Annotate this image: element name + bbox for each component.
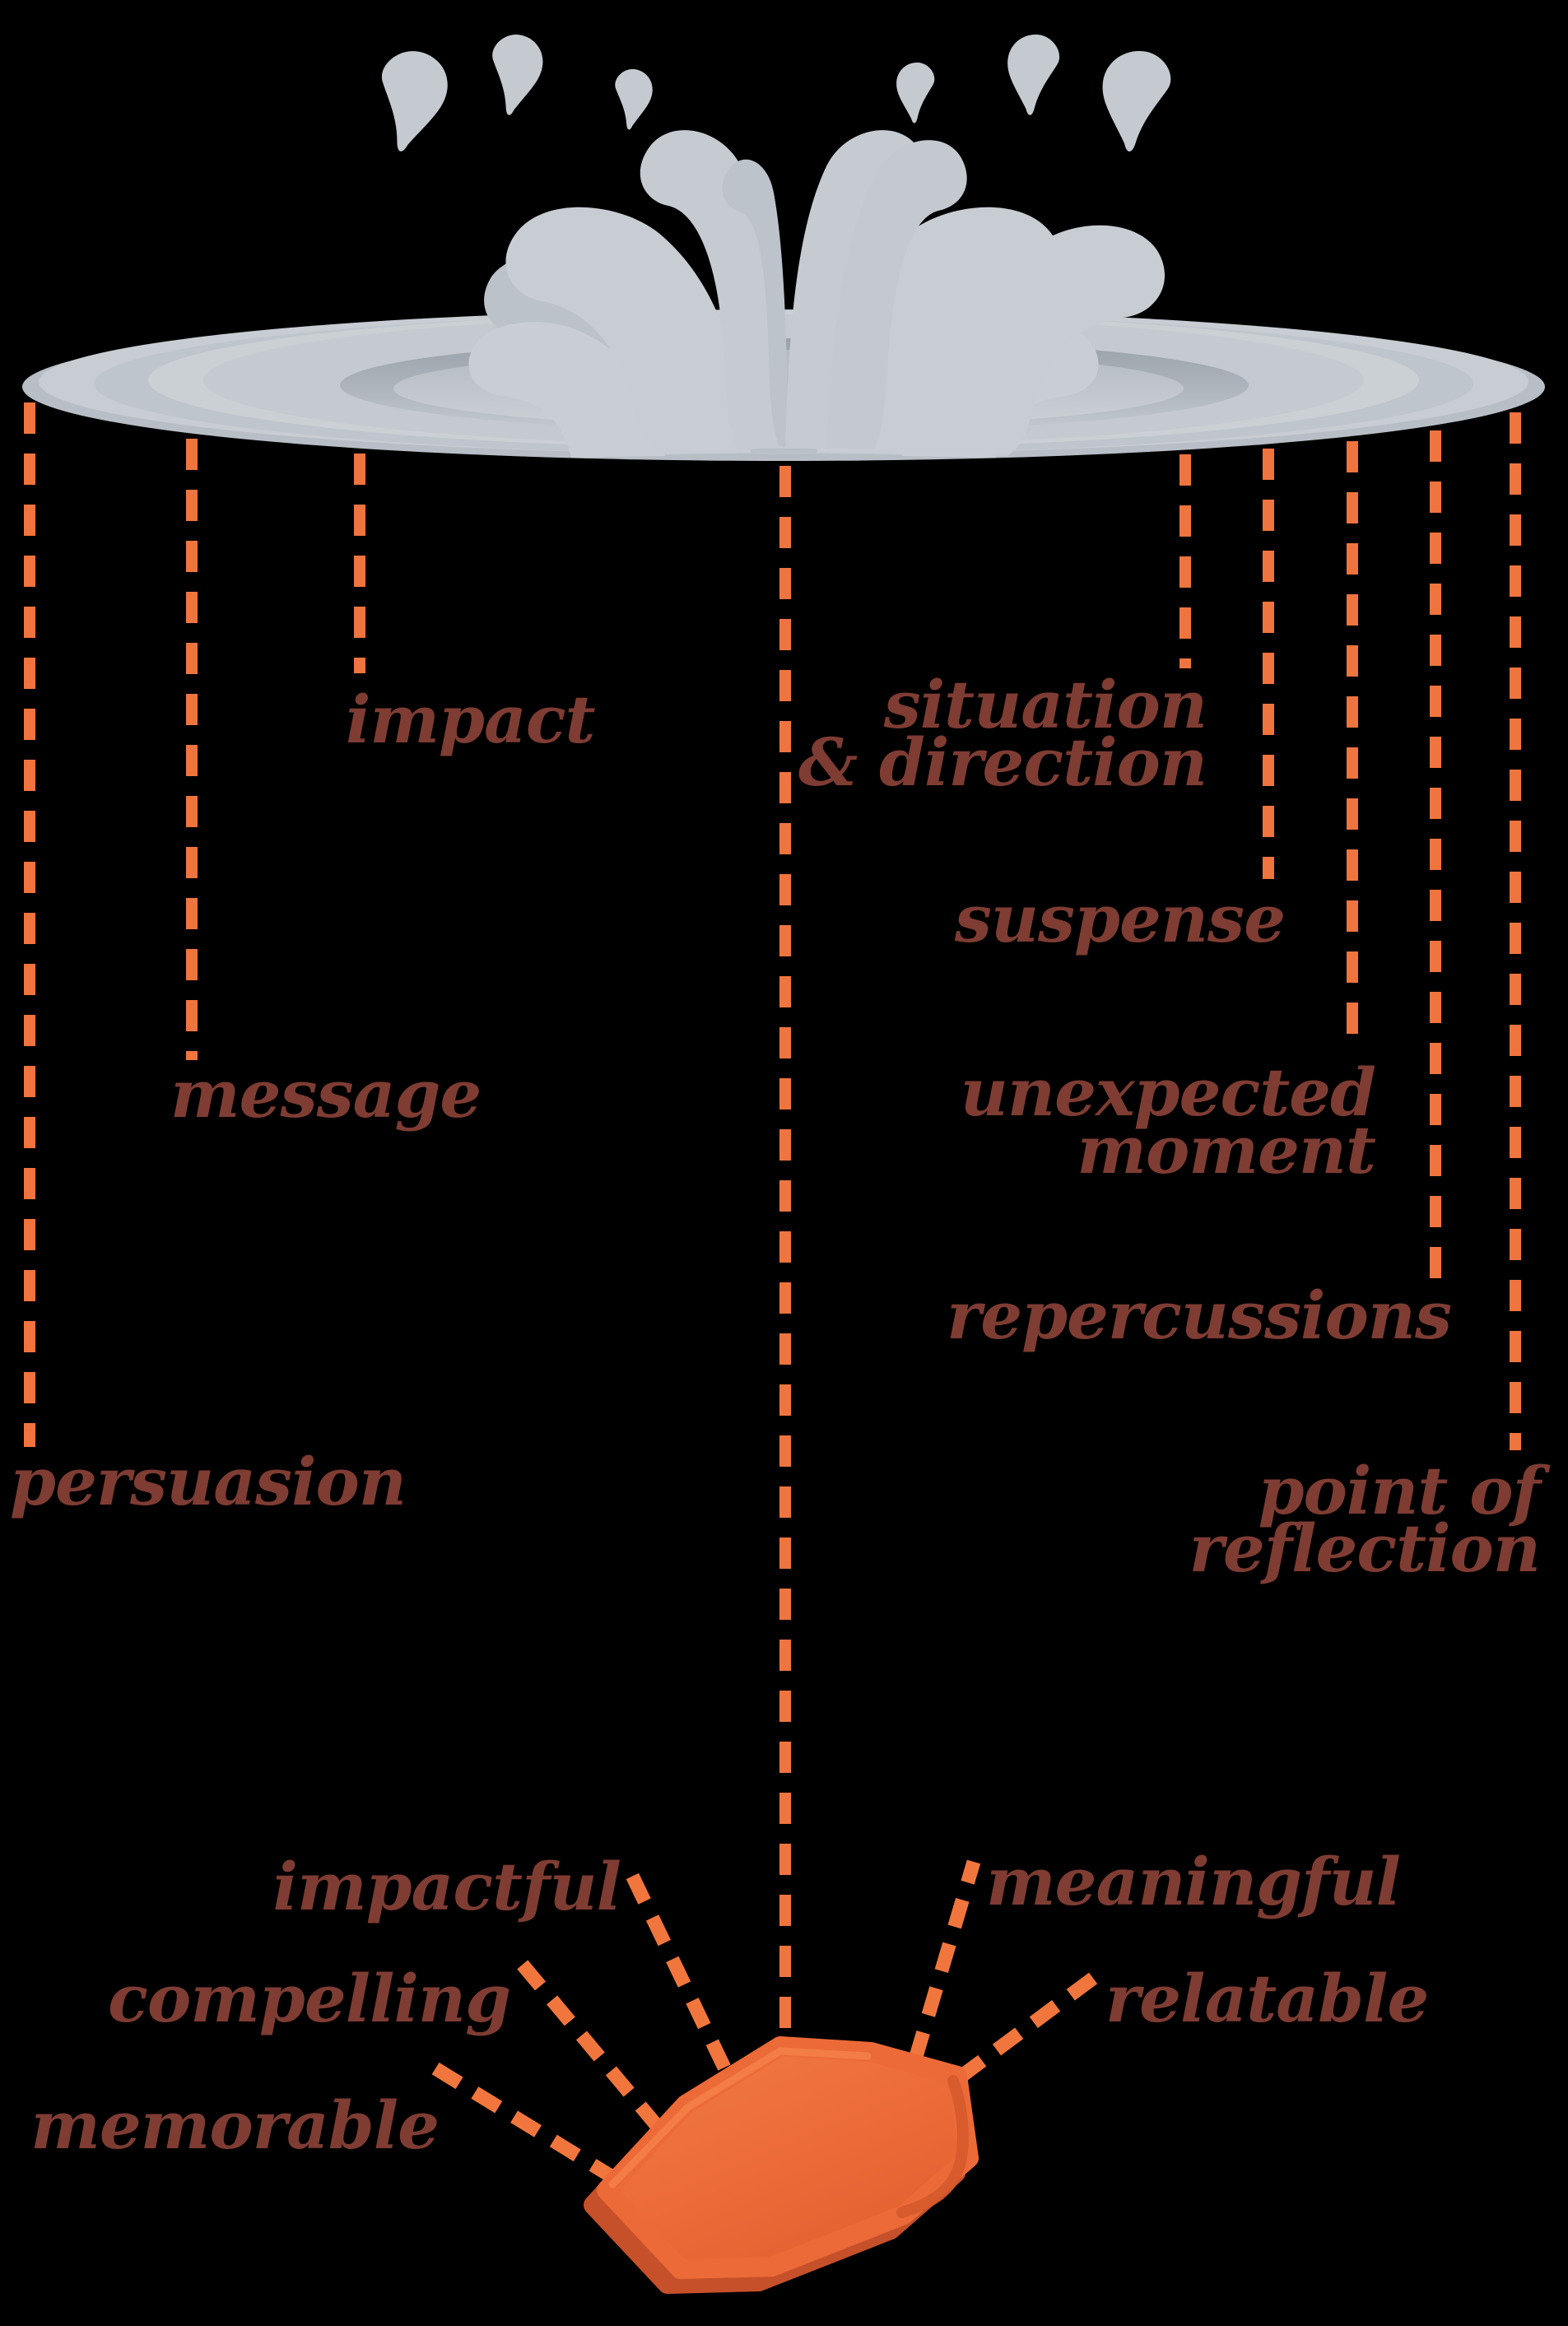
label-message: message (170, 1055, 482, 1133)
splash-plume (912, 225, 1166, 456)
label-relatable: relatable (1105, 1960, 1429, 2037)
splash-droplets (370, 31, 1175, 156)
water-splash (370, 31, 1175, 458)
label-persuasion: persuasion (10, 1443, 407, 1520)
water-droplet (1092, 46, 1175, 156)
ray-memorable (431, 2062, 621, 2186)
label-repercussions: repercussions (947, 1277, 1452, 1354)
label-suspense: suspense (954, 880, 1286, 957)
label-impactful: impactful (272, 1848, 621, 1925)
splash-plume (785, 130, 928, 449)
stone-top-highlight (608, 2047, 872, 2189)
ray-impactful (619, 1858, 731, 2071)
stone (584, 2036, 979, 2294)
stone-body (597, 2036, 979, 2279)
label-point-of-reflection: point of reflection (1189, 1452, 1541, 1587)
splash-plume (505, 207, 751, 454)
splash-plume (826, 140, 967, 449)
water-droplet (612, 67, 654, 132)
stone-rays-layer (431, 1858, 1100, 2186)
water-droplet (486, 32, 546, 119)
label-compelling: compelling (108, 1960, 511, 2037)
dashed-lines-layer (24, 402, 1521, 2040)
label-impact: impact (346, 681, 595, 758)
label-situation-direction: situation & direction (798, 666, 1207, 801)
label-meaningful: meaningful (986, 1843, 1401, 1920)
water-droplet (1002, 31, 1062, 118)
label-memorable: memorable (30, 2086, 440, 2164)
stone-dark-rim (896, 2075, 969, 2218)
ray-meaningful (908, 1859, 981, 2062)
splash-cluster-left (468, 130, 789, 458)
label-unexpected-moment: unexpected moment (960, 1054, 1376, 1189)
ray-relatable (955, 1971, 1100, 2083)
water-droplet (370, 47, 453, 156)
ray-compelling (512, 1954, 664, 2133)
water-droplet (893, 61, 936, 124)
splash-plume (722, 159, 789, 446)
